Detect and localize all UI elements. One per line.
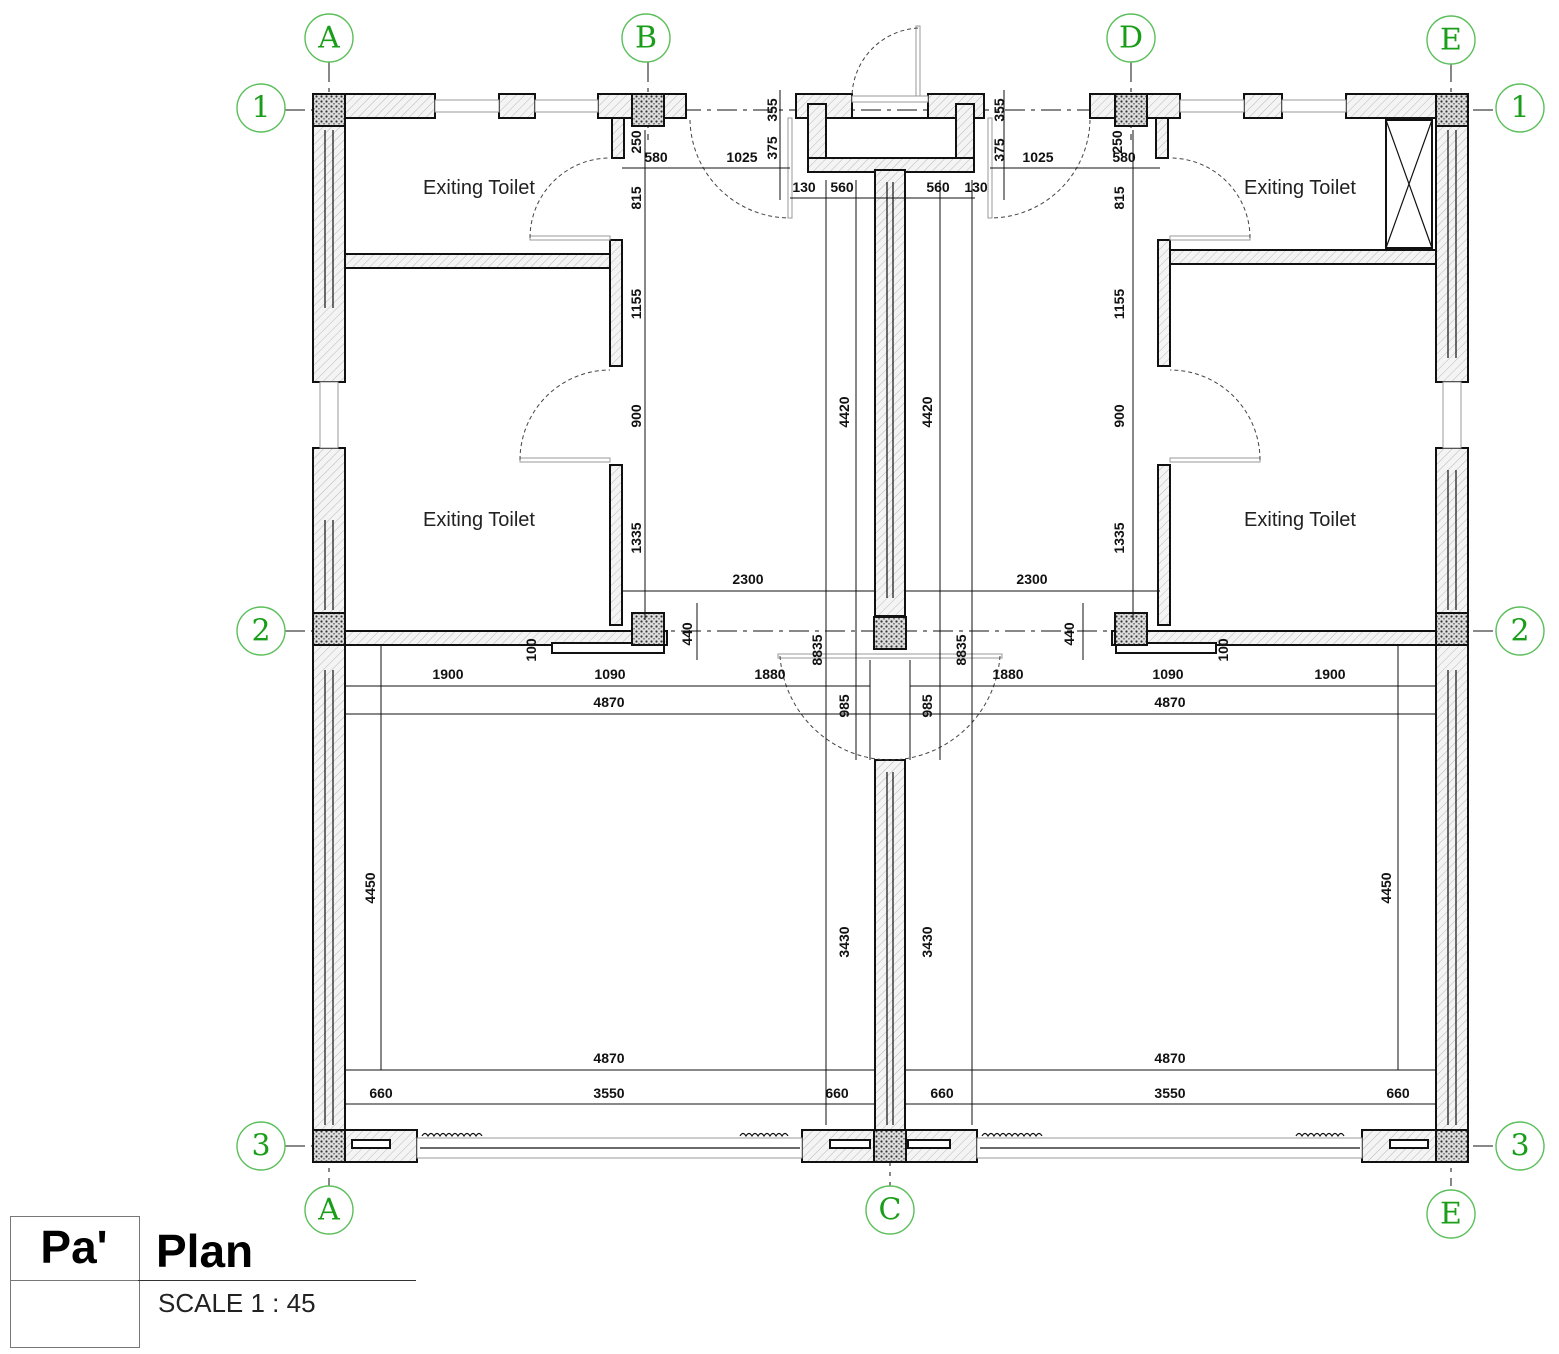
dimension-label: 2300 — [1016, 571, 1047, 587]
dimension-label: 250 — [1109, 130, 1125, 154]
grid-label: E — [1440, 1197, 1462, 1232]
grid-bubble-col-a-top: A — [304, 13, 354, 63]
grid-label: 1 — [251, 91, 270, 126]
grid-label: E — [1440, 23, 1462, 58]
dimension-label: 1090 — [1152, 666, 1183, 682]
grid-label: 3 — [1510, 1129, 1529, 1164]
room-label: Exiting Toilet — [423, 509, 535, 531]
grid-bubble-col-d-top: D — [1106, 13, 1156, 63]
dimension-label: 440 — [679, 622, 695, 646]
dimension-label: 1090 — [594, 666, 625, 682]
grid-bubble-row-2-right: 2 — [1495, 606, 1545, 656]
grid-label: B — [635, 21, 657, 56]
grid-bubbles: A B D E A C E 1 2 3 1 2 3 — [236, 13, 1545, 1239]
grid-bubble-col-b-top: B — [621, 13, 671, 63]
grid-bubble-col-c-bottom: C — [865, 1185, 915, 1235]
grid-label: D — [1119, 21, 1143, 56]
grid-bubble-row-3-left: 3 — [236, 1121, 286, 1171]
dimension-label: 130 — [964, 179, 988, 195]
dimension-lines — [345, 90, 1436, 1125]
dimension-labels: 355 375 250 580 1025 130 560 355 375 250… — [362, 98, 1410, 1101]
dimension-label: 985 — [919, 694, 935, 718]
dimension-label: 660 — [930, 1085, 954, 1101]
dimension-label: 1155 — [628, 289, 644, 320]
dimension-label: 3550 — [1154, 1085, 1185, 1101]
grid-label: 2 — [1510, 614, 1529, 649]
dimension-label: 355 — [764, 98, 780, 122]
dimension-label: 2300 — [732, 571, 763, 587]
dimension-label: 1155 — [1111, 289, 1127, 320]
grid-label: 1 — [1510, 91, 1529, 126]
drawing-code-box — [10, 1216, 140, 1348]
dimension-label: 100 — [523, 638, 539, 662]
dimension-label: 4870 — [593, 1050, 624, 1066]
dimension-label: 8835 — [953, 634, 969, 665]
dimension-label: 100 — [1215, 638, 1231, 662]
dimension-label: 1880 — [992, 666, 1023, 682]
grid-label: 3 — [251, 1129, 270, 1164]
dimension-label: 4870 — [1154, 694, 1185, 710]
title-underline — [138, 1280, 416, 1281]
dimension-label: 1900 — [1314, 666, 1345, 682]
dimension-label: 815 — [628, 186, 644, 210]
dimension-label: 1335 — [628, 522, 644, 553]
dimension-label: 4450 — [1378, 872, 1394, 903]
dimension-label: 3430 — [919, 926, 935, 957]
dimension-label: 355 — [991, 98, 1007, 122]
grid-bubble-row-2-left: 2 — [236, 606, 286, 656]
dimension-label: 4450 — [362, 872, 378, 903]
room-labels: Exiting Toilet Exiting Toilet Exiting To… — [423, 177, 1356, 531]
title-block-divider — [10, 1280, 138, 1281]
grid-bubble-col-e-top: E — [1426, 15, 1476, 65]
dimension-label: 1335 — [1111, 522, 1127, 553]
dimension-label: 375 — [764, 136, 780, 160]
dimension-label: 440 — [1061, 622, 1077, 646]
grid-bubble-col-e-bottom: E — [1426, 1189, 1476, 1239]
dimension-label: 250 — [628, 130, 644, 154]
grid-label: A — [317, 21, 340, 56]
dimension-label: 560 — [830, 179, 854, 195]
grid-label: C — [879, 1193, 902, 1228]
dimension-label: 900 — [628, 404, 644, 428]
dimension-label: 580 — [644, 149, 668, 165]
dimension-label: 1025 — [1022, 149, 1053, 165]
dimension-label: 1025 — [726, 149, 757, 165]
dimension-label: 4870 — [1154, 1050, 1185, 1066]
grid-bubble-row-1-right: 1 — [1495, 83, 1545, 133]
dimension-label: 660 — [1386, 1085, 1410, 1101]
title-block: Pa' Plan SCALE 1 : 45 — [10, 1216, 430, 1348]
room-label: Exiting Toilet — [423, 177, 535, 199]
dimension-label: 900 — [1111, 404, 1127, 428]
drawing-code: Pa' — [40, 1221, 108, 1273]
grid-label: 2 — [251, 614, 270, 649]
dimension-label: 4420 — [919, 396, 935, 427]
dimension-label: 985 — [836, 694, 852, 718]
dimension-label: 4420 — [836, 396, 852, 427]
dimension-label: 660 — [825, 1085, 849, 1101]
drawing-title: Plan — [156, 1225, 254, 1277]
dimension-label: 560 — [926, 179, 950, 195]
grid-label: A — [317, 1193, 340, 1228]
dimension-label: 1900 — [432, 666, 463, 682]
dimension-label: 375 — [991, 138, 1007, 162]
dimension-label: 580 — [1112, 149, 1136, 165]
structural-columns — [312, 93, 1469, 1163]
dimension-label: 130 — [792, 179, 816, 195]
dimension-label: 8835 — [809, 634, 825, 665]
dimension-label: 815 — [1111, 186, 1127, 210]
room-label: Exiting Toilet — [1244, 509, 1356, 531]
grid-bubble-row-1-left: 1 — [236, 83, 286, 133]
dimension-label: 3550 — [593, 1085, 624, 1101]
grid-bubble-row-3-right: 3 — [1495, 1121, 1545, 1171]
grid-bubble-col-a-bottom: A — [304, 1185, 354, 1235]
drawing-scale: SCALE 1 : 45 — [158, 1288, 316, 1318]
dimension-label: 4870 — [593, 694, 624, 710]
dimension-label: 660 — [369, 1085, 393, 1101]
room-label: Exiting Toilet — [1244, 177, 1356, 199]
dimension-label: 1880 — [754, 666, 785, 682]
dimension-label: 3430 — [836, 926, 852, 957]
